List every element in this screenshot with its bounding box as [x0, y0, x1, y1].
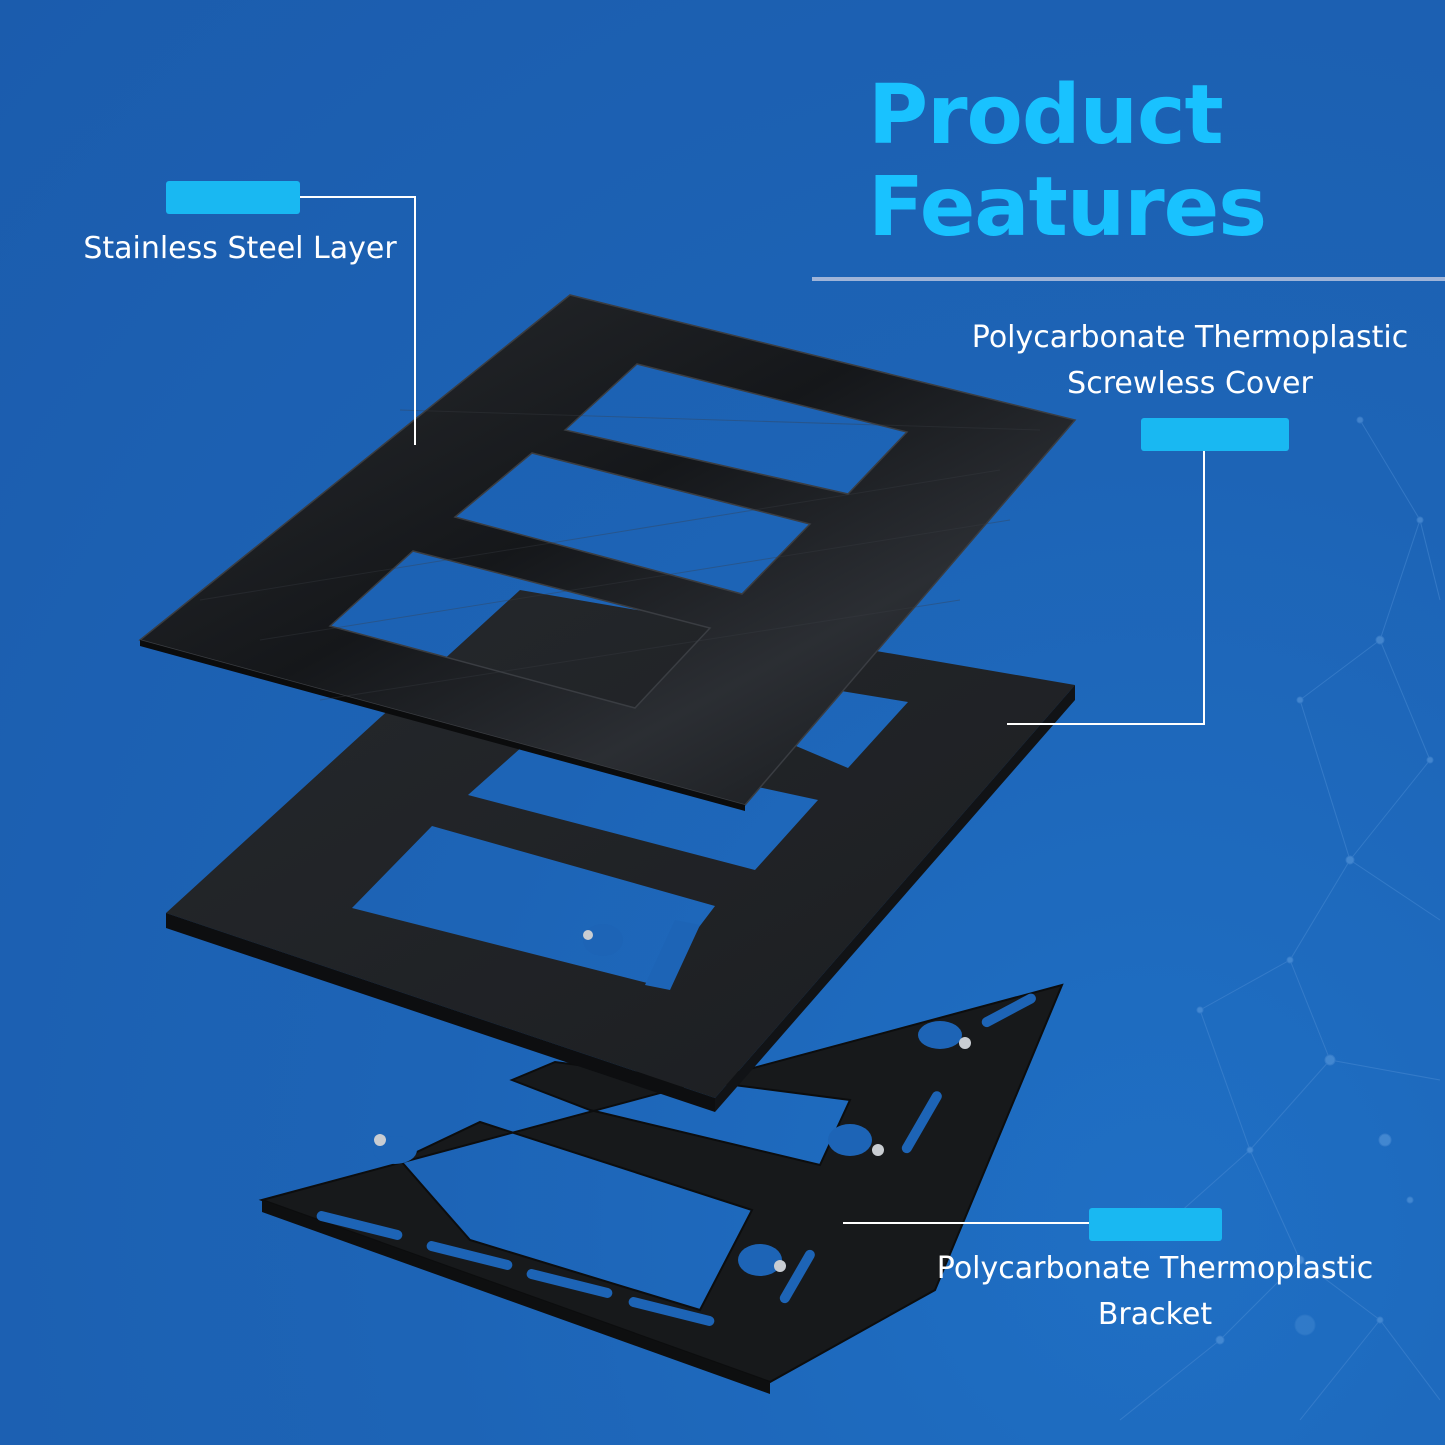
screwless-cover-label-line-1: Polycarbonate Thermoplastic: [971, 320, 1409, 355]
title-divider: [812, 277, 1445, 281]
steel-leader-line: [300, 196, 416, 445]
steel-callout-tag: [166, 181, 300, 214]
cover-callout-tag: [1141, 418, 1289, 451]
cover-leader-line: [1007, 435, 1205, 725]
title-line-1: Product: [868, 68, 1224, 163]
stainless-steel-layer: [138, 294, 1077, 811]
bracket-label-line-1: Polycarbonate Thermoplastic: [936, 1251, 1374, 1286]
bracket-callout-tag: [1089, 1208, 1222, 1241]
bracket-layer: [258, 983, 1064, 1394]
bracket-label: Polycarbonate Thermoplastic Bracket: [915, 1246, 1395, 1338]
bracket-label-line-2: Bracket: [1097, 1297, 1213, 1332]
title-line-2: Features: [868, 160, 1267, 255]
page-title: Product Features: [868, 70, 1428, 254]
cover-layer: [166, 590, 1075, 1112]
stainless-steel-label: Stainless Steel Layer: [60, 226, 420, 272]
screwless-cover-label: Polycarbonate Thermoplastic Screwless Co…: [950, 315, 1430, 407]
screwless-cover-label-line-2: Screwless Cover: [1067, 366, 1313, 401]
stainless-steel-label-line-1: Stainless Steel Layer: [83, 231, 397, 266]
